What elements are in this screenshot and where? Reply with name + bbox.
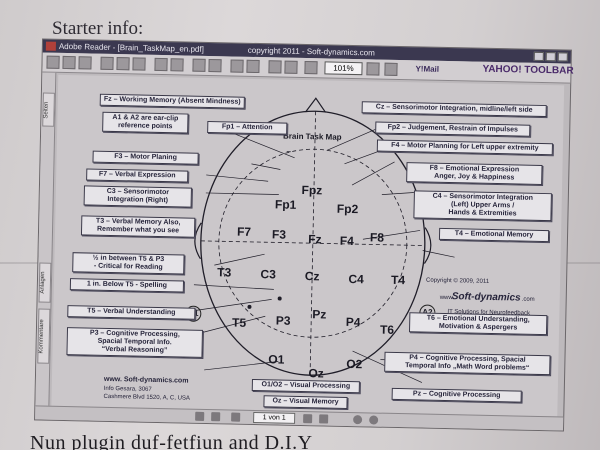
electrode-fp2: Fp2 — [336, 201, 359, 217]
first-page-button[interactable] — [195, 411, 205, 421]
nose — [305, 97, 327, 113]
help-icon[interactable] — [384, 62, 398, 76]
electrode-t6: T6 — [379, 322, 395, 337]
electrode-o2: O2 — [346, 356, 363, 372]
head-diagram — [193, 97, 455, 383]
left-ear — [194, 222, 202, 260]
actual-size-icon[interactable] — [268, 60, 282, 74]
electrode-t5: T5 — [231, 315, 247, 330]
zoom-dropdown-icon[interactable] — [366, 62, 380, 76]
electrode-cz: Cz — [304, 269, 320, 284]
label-f3: F3 – Motor Planing — [92, 150, 199, 165]
electrode-f7: F7 — [236, 224, 252, 239]
soft-dynamics-logo: Soft-dynamics — [451, 291, 521, 304]
midline — [309, 111, 316, 376]
marker-t5p3 — [277, 296, 282, 301]
yahoo-toolbar-logo[interactable]: YAHOO! TOOLBAR — [482, 63, 574, 77]
label-oz: Oz – Visual Memory — [263, 395, 348, 409]
label-t5p3: ½ in between T5 & P3 - Critical for Read… — [72, 252, 185, 275]
map-title: Brain Task Map — [282, 131, 342, 142]
label-fp1: Fp1 – Attention — [207, 120, 288, 135]
zoom-in-icon[interactable] — [154, 57, 168, 72]
previous-page-icon[interactable] — [192, 58, 206, 72]
electrode-t3: T3 — [217, 265, 232, 280]
select-tool-icon[interactable] — [116, 57, 130, 71]
close-button[interactable] — [557, 52, 568, 62]
zoom-out-icon[interactable] — [170, 58, 184, 72]
fit-page-icon[interactable] — [284, 60, 298, 74]
label-t3: T3 – Verbal Memory Also, Remember what y… — [80, 215, 196, 238]
starter-heading: Starter info: — [52, 18, 144, 39]
app-icon — [45, 41, 56, 51]
footer-address-1: Info Gesara, 3067 — [103, 385, 152, 393]
electrode-pz: Pz — [312, 307, 327, 322]
tab-comments[interactable]: Kommentare — [37, 308, 51, 364]
label-p3: P3 – Cognitive Processing, Spacial Tempo… — [66, 327, 203, 358]
tab-pages[interactable]: Seiten — [42, 92, 55, 127]
label-below-t5: 1 in. Below T5 - Spelling — [69, 278, 185, 293]
fit-width-icon[interactable] — [304, 60, 318, 75]
minimize-button[interactable] — [533, 51, 544, 62]
document-page: Brain Task Map Fpz Fp1 Fp2 F7 F3 Fz F4 F… — [51, 74, 565, 418]
electrode-c3: C3 — [260, 267, 276, 282]
label-leader-lines — [193, 125, 455, 383]
electrode-fz: Fz — [308, 232, 322, 247]
zoom-select[interactable]: 101% — [324, 61, 363, 76]
open-icon[interactable] — [46, 55, 60, 69]
electrode-oz: Oz — [308, 366, 324, 381]
label-t4: T4 – Emotional Memory — [438, 227, 550, 243]
tab-attachments[interactable]: Anlagen — [38, 262, 52, 303]
label-o1o2: O1/O2 – Visual Processing — [251, 378, 360, 394]
label-a1a2: A1 & A2 are ear-clip reference points — [102, 111, 189, 134]
electrode-f8: F8 — [369, 230, 385, 245]
previous-page-button[interactable] — [211, 412, 221, 422]
last-page-icon[interactable] — [246, 59, 260, 74]
electrode-f4: F4 — [339, 233, 355, 249]
hand-tool-icon[interactable] — [100, 56, 114, 70]
electrode-fpz: Fpz — [301, 182, 323, 198]
coronal-line — [200, 240, 425, 246]
next-page-button[interactable] — [303, 414, 313, 424]
logo-suffix: .com — [521, 296, 535, 303]
label-f7: F7 – Verbal Expression — [86, 168, 189, 183]
electrode-o1: O1 — [268, 352, 285, 367]
email-icon[interactable] — [78, 56, 92, 70]
copyright-text: Copyright © 2009, 2011 — [426, 277, 490, 285]
electrode-p4: P4 — [345, 314, 361, 330]
right-ear — [423, 227, 432, 264]
record-icon[interactable] — [353, 415, 363, 425]
next-page-icon[interactable] — [208, 58, 222, 73]
marker-below-t5 — [247, 304, 252, 309]
maximize-button[interactable] — [545, 52, 556, 62]
window-controls — [533, 51, 568, 62]
electrode-t4: T4 — [390, 272, 406, 288]
label-c3: C3 – Sensorimotor Integration (Right) — [83, 185, 192, 208]
electrode-f3: F3 — [271, 227, 287, 242]
ymail-button[interactable]: Y!Mail — [415, 64, 440, 74]
first-page-icon[interactable] — [230, 59, 244, 73]
page-indicator[interactable]: 1 von 1 — [253, 411, 296, 424]
label-c4: C4 – Sensorimotor Integration (Left) Upp… — [413, 190, 552, 222]
window-title: Adobe Reader - [Brain_TaskMap_en.pdf] — [58, 41, 204, 54]
electrode-fp1: Fp1 — [274, 197, 297, 212]
electrode-c4: C4 — [348, 271, 364, 287]
electrode-p3: P3 — [275, 313, 291, 328]
snapshot-icon[interactable] — [132, 57, 146, 71]
bottom-caption: Nun plugin duf-fetfiun and D.I.Y — [30, 432, 313, 450]
reader-window: Adobe Reader - [Brain_TaskMap_en.pdf] co… — [34, 38, 574, 432]
print-icon[interactable] — [62, 55, 76, 70]
forward-icon[interactable] — [369, 415, 379, 425]
last-page-button[interactable] — [319, 414, 329, 424]
play-button[interactable] — [231, 412, 241, 422]
label-p4: P4 – Cognitive Processing, Spacial Tempo… — [384, 351, 551, 376]
label-f8: F8 – Emotional Expression Anger, Joy & H… — [406, 162, 543, 185]
